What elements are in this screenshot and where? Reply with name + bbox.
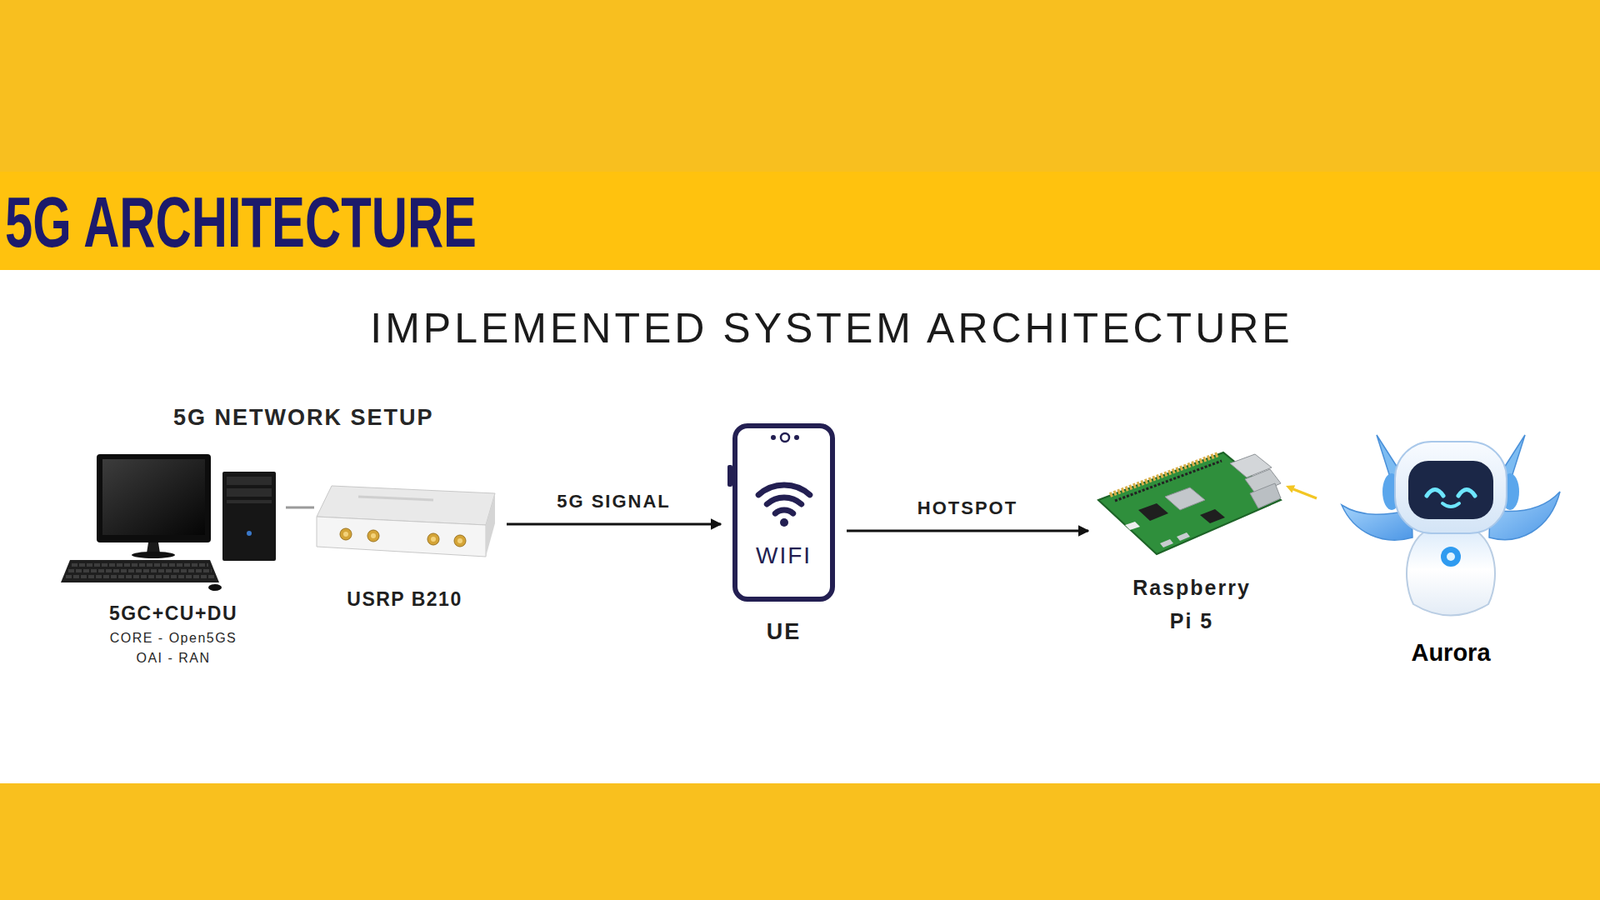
computer-illustration	[208, 584, 222, 591]
phone-screen-label: WIFI	[737, 542, 830, 570]
computer-illustration	[131, 551, 175, 559]
pointer-arrow	[1293, 489, 1317, 499]
usrp-b210-illustration	[430, 536, 436, 542]
raspberry-pi-illustration	[1098, 452, 1281, 555]
aurora-robot-illustration	[1408, 460, 1494, 520]
aurora-robot-illustration	[1426, 490, 1444, 497]
robot-figure: Aurora	[1337, 433, 1565, 668]
wifi-symbol	[758, 485, 810, 527]
aurora-robot-illustration	[1458, 490, 1475, 497]
usrp-b210-illustration	[454, 535, 466, 547]
wifi-symbol	[766, 497, 801, 505]
raspberry-pi-illustration	[1165, 487, 1205, 510]
core-computer: 5GC+CU+DU CORE - Open5GS OAI - RAN	[60, 445, 286, 669]
radio-unit: USRP B210	[314, 479, 495, 611]
usrp-b210-illustration	[316, 516, 486, 557]
device-label: Raspberry Pi 5	[1125, 570, 1259, 638]
phone-details	[770, 435, 776, 440]
aurora-robot-illustration	[1440, 546, 1461, 567]
usrp-b210-illustration	[457, 538, 463, 544]
raspberry-pi-illustration	[1250, 483, 1281, 509]
usrp-b210-illustration	[343, 531, 349, 537]
wifi-symbol	[780, 518, 789, 527]
aurora-robot-illustration	[1341, 435, 1560, 616]
pointer-arrow	[1285, 485, 1317, 499]
raspberry-pi-illustration	[1200, 509, 1225, 524]
aurora-robot-illustration	[1395, 441, 1507, 534]
group-heading: 5G NETWORK SETUP	[173, 405, 435, 431]
computer-illustration	[226, 476, 272, 485]
computer-illustration	[102, 459, 205, 535]
raspberry-pi-illustration	[1125, 521, 1140, 530]
background-bands	[0, 270, 1600, 784]
background-bands	[0, 171, 1600, 270]
usrp-b210-illustration	[340, 528, 352, 540]
subtitle-label: IMPLEMENTED SYSTEM ARCHITECTURE	[370, 305, 1293, 352]
page-title: 5G ARCHITECTURE	[5, 185, 477, 258]
computer-illustration	[71, 563, 209, 567]
raspberry-pi-illustration	[1176, 532, 1190, 541]
computer-illustration	[96, 454, 211, 543]
computer-illustration	[60, 560, 220, 583]
computer-illustration	[65, 575, 215, 579]
wifi-symbol	[775, 510, 793, 514]
usrp-b210-illustration	[367, 530, 380, 542]
ue-phone: WIFIUE	[732, 423, 835, 602]
signal-arrow	[846, 530, 1089, 533]
usrp-b210-illustration	[485, 493, 495, 557]
raspberry-pi-illustration	[1160, 539, 1174, 548]
usrp-b210-illustration	[427, 533, 440, 545]
device-label: UE	[720, 618, 847, 645]
background-bands	[0, 0, 1600, 172]
device-label: USRP B210	[314, 587, 495, 611]
raspberry-pi-illustration	[1138, 503, 1169, 521]
computer-illustration	[246, 530, 252, 536]
signal-arrow	[506, 523, 721, 526]
usrp-b210-illustration	[358, 496, 434, 500]
raspberry-pi-illustration	[1115, 460, 1222, 501]
aurora-robot-illustration	[1442, 503, 1460, 507]
usrp-b210-illustration	[370, 533, 376, 539]
raspberry-pi-illustration	[1110, 454, 1219, 495]
phone-details	[727, 433, 800, 487]
background-bands	[0, 783, 1600, 900]
phone-details	[794, 435, 800, 440]
pointer-arrow	[1285, 485, 1295, 493]
computer-illustration	[222, 471, 276, 561]
cable-line	[285, 506, 315, 510]
computer-illustration	[226, 500, 272, 504]
aurora-robot-illustration	[1446, 552, 1455, 561]
raspberry-pi-board: Raspberry Pi 5	[1100, 445, 1284, 638]
computer-illustration	[226, 488, 272, 497]
wifi-symbol	[758, 485, 810, 495]
computer-illustration	[68, 569, 212, 573]
edge-label: 5G SIGNAL	[556, 490, 671, 513]
usrp-b210-illustration	[316, 485, 495, 557]
aurora-robot-illustration	[1406, 523, 1495, 616]
device-label: 5GC+CU+DU	[60, 601, 286, 625]
edge-label: HOTSPOT	[917, 497, 1018, 520]
network-setup-group: 5G NETWORK SETUP 5GC+CU+DU CORE - Open5GS …	[50, 398, 505, 675]
computer-illustration	[60, 454, 276, 591]
phone-details	[780, 433, 790, 442]
robot-name: Aurora	[1337, 637, 1565, 668]
raspberry-pi-illustration	[1098, 452, 1281, 555]
software-note: CORE - Open5GS OAI - RAN	[98, 628, 249, 669]
